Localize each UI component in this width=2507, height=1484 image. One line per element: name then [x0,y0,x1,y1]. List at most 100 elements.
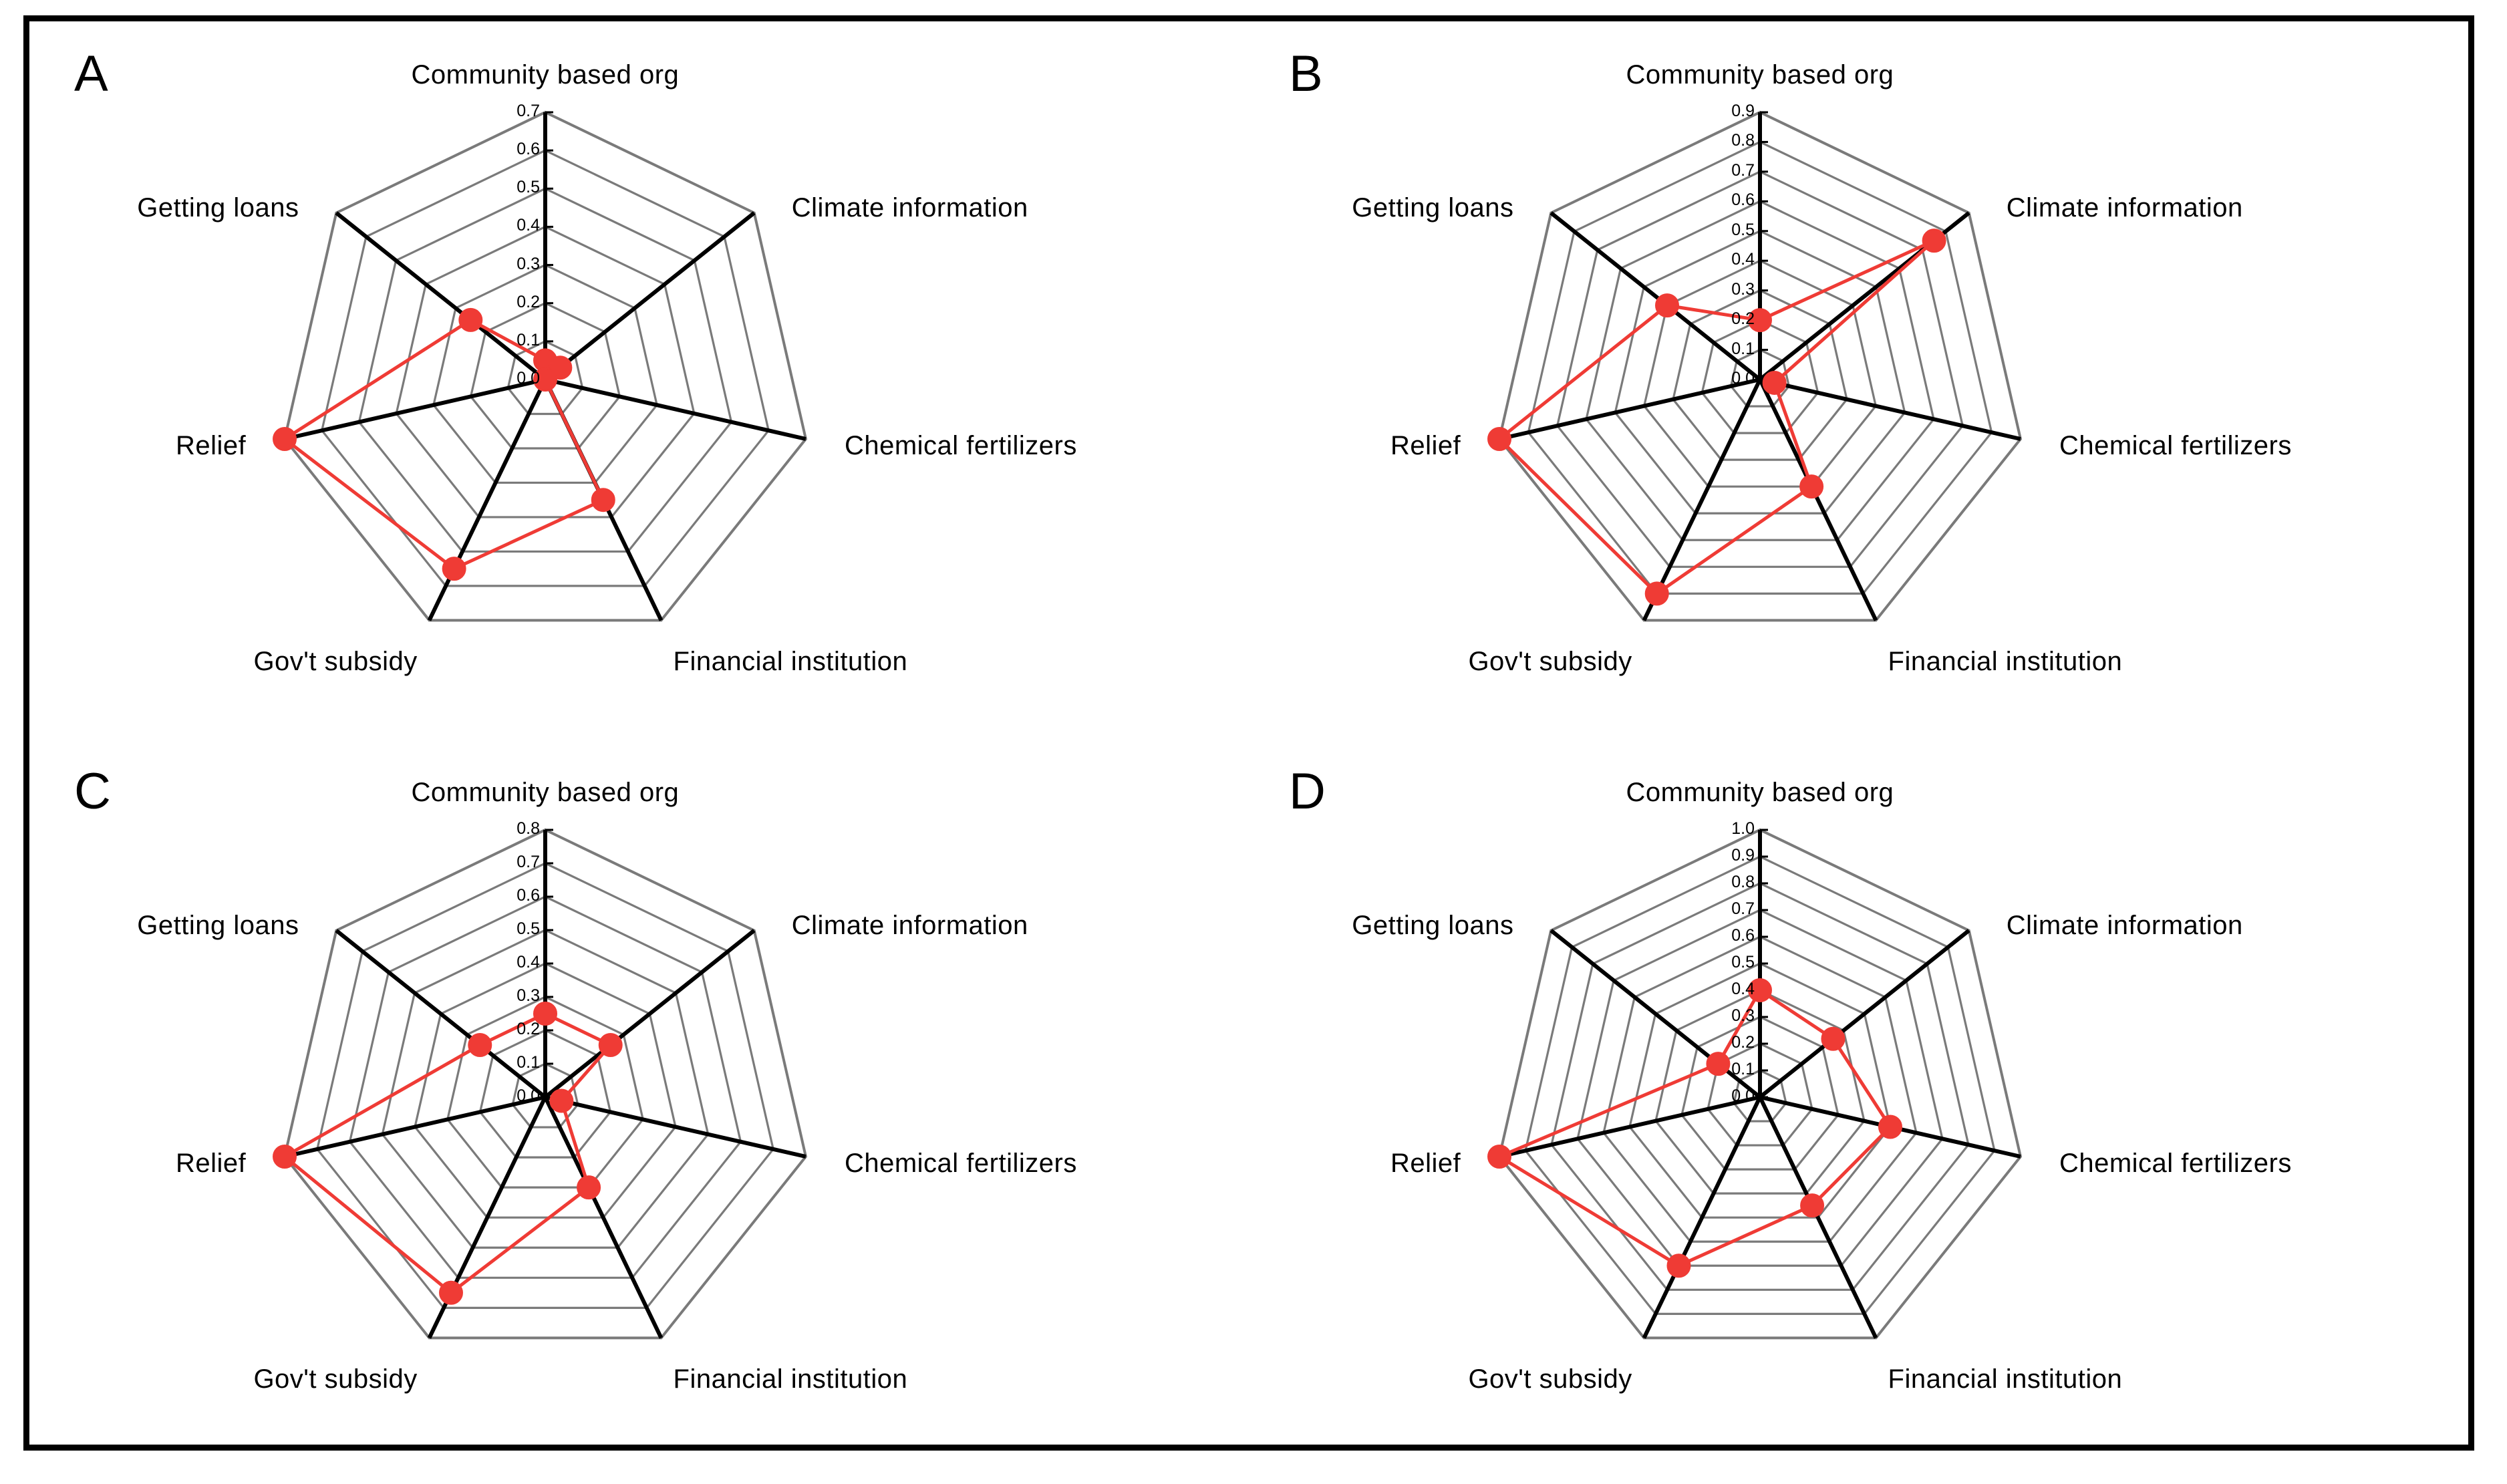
data-point-marker [1878,1115,1902,1139]
tick-label: 1.0 [1731,819,1755,838]
radar-spoke [284,378,546,441]
tick-label: 0.0 [1731,369,1755,388]
grid-ring [511,1062,579,1129]
grid-ring [1524,855,1996,1315]
tick-label: 0.2 [517,292,540,311]
data-point-marker [1922,229,1946,253]
axis-label-climate-information: Climate information [2006,910,2243,940]
radar-spoke [284,1095,546,1159]
data-point-marker [1655,293,1680,318]
panel-letter-b: B [1289,45,1323,102]
tick-label: 0.7 [517,102,540,120]
tick-label: 0.9 [1731,102,1755,120]
axis-label-chemical-fertilizers: Chemical fertilizers [2059,1149,2292,1178]
tick-label: 0.3 [1731,1006,1755,1025]
grid-ring [1672,289,1848,461]
grid-ring [321,149,770,587]
tick-label: 0.5 [517,919,540,938]
tick-label: 0.4 [517,216,540,235]
grid-ring [1556,170,1964,568]
data-point-marker [1799,474,1824,499]
grid-ring [1585,200,1935,541]
grid-ring [414,962,677,1219]
tick-label: 0.2 [1731,1033,1755,1052]
axis-label-gov-t-subsidy: Gov't subsidy [253,647,418,677]
tick-label: 0.8 [517,819,540,838]
tick-label: 0.7 [1731,160,1755,180]
tick-label: 0.1 [517,1053,540,1072]
axis-label-getting-loans: Getting loans [1352,192,1514,222]
axis-label-gov-t-subsidy: Gov't subsidy [253,1364,418,1394]
tick-label: 0.4 [517,953,540,972]
tick-label: 0.7 [517,853,540,871]
tick-label: 0.0 [1731,1086,1755,1105]
tick-label: 0.1 [1731,1060,1755,1078]
data-point-marker [1487,1145,1512,1169]
radar-spoke [427,378,547,621]
radar-spoke [1642,378,1762,621]
radar-spoke [544,929,756,1099]
data-point-marker [273,427,297,452]
radar-spoke [544,211,756,382]
axis-label-climate-information: Climate information [791,910,1028,940]
data-point-marker [598,1033,623,1058]
tick-label: 0.4 [1731,250,1755,269]
axis-label-relief: Relief [176,1149,247,1178]
axis-label-chemical-fertilizers: Chemical fertilizers [2059,431,2292,460]
tick-label: 0.8 [1731,131,1755,150]
tick-label: 0.6 [517,886,540,905]
axis-label-financial-institution: Financial institution [673,1364,908,1394]
tick-label: 0.6 [1731,926,1755,945]
grid-ring [1576,909,1944,1267]
axis-label-relief: Relief [1390,431,1461,460]
grid-ring [1614,230,1906,514]
grid-ring [506,340,584,416]
radar-spoke [1759,378,2021,441]
grid-ring [1527,140,1993,595]
tick-label: 0.3 [1731,279,1755,299]
tick-label: 0.2 [517,1020,540,1038]
tick-label: 0.0 [517,369,540,388]
grid-ring [1628,962,1892,1219]
radar-svg-a [273,110,808,622]
grid-ring [316,862,774,1309]
data-point-marker [468,1033,492,1058]
radar-spoke [1642,1096,1762,1339]
grid-ring [381,929,710,1249]
tick-label: 0.6 [1731,190,1755,210]
data-series-polygon [1497,239,1936,596]
data-point-marker [1800,1193,1825,1218]
axis-label-community-based-org: Community based org [1626,778,1894,807]
axis-label-climate-information: Climate information [791,192,1028,222]
tick-label: 0.1 [1731,339,1755,358]
data-point-marker [533,367,557,392]
axis-label-community-based-org: Community based org [411,778,680,807]
radar-spoke [1758,378,1878,621]
grid-ring [283,828,808,1340]
data-point-marker [1706,1052,1731,1076]
axis-label-getting-loans: Getting loans [137,192,299,222]
axis-label-gov-t-subsidy: Gov't subsidy [1468,647,1632,677]
data-point-marker [1487,427,1512,452]
tick-label: 0.6 [517,140,540,159]
radar-spoke [1550,211,1761,382]
tick-label: 0.3 [517,254,540,273]
grid-ring [1497,110,2023,622]
grid-ring [283,110,808,622]
panel-letter-a: A [74,45,108,102]
axis-label-financial-institution: Financial institution [673,647,908,677]
data-point-marker [533,1002,557,1026]
data-series-polygon [281,1012,613,1295]
data-point-marker [1666,1253,1691,1278]
data-point-marker [591,488,615,512]
axis-label-community-based-org: Community based org [411,60,680,90]
radar-spoke [1499,378,1761,441]
grid-ring [446,996,644,1189]
tick-label: 0.8 [1731,873,1755,891]
panel-letter-c: C [74,763,111,820]
data-point-marker [577,1175,601,1200]
grid-ring [1642,259,1878,488]
radar-spoke [1499,1095,1761,1159]
